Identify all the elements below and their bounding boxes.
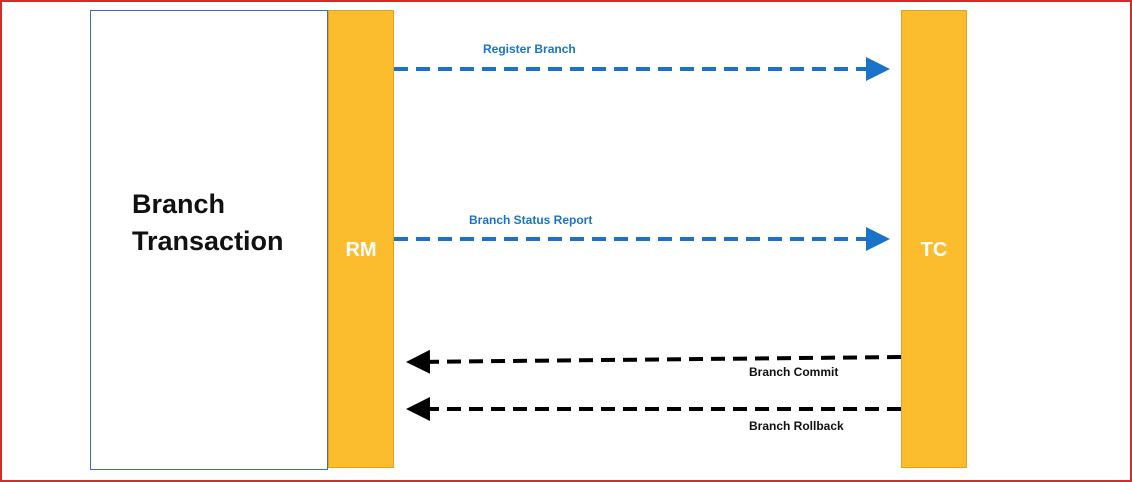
tc-lifeline: TC [901, 10, 967, 468]
branch-commit-arrow [406, 349, 902, 374]
branch-transaction-label: Branch Transaction [132, 189, 284, 256]
branch-status-report-label: Branch Status Report [469, 213, 593, 227]
rm-label: RM [345, 239, 377, 261]
register-branch-label: Register Branch [483, 42, 576, 56]
rm-lifeline: RM [328, 10, 394, 468]
tc-label: TC [920, 239, 948, 261]
branch-commit-label: Branch Commit [749, 365, 839, 379]
branch-rollback-label: Branch Rollback [749, 419, 844, 433]
branch-transaction-box [90, 10, 328, 470]
